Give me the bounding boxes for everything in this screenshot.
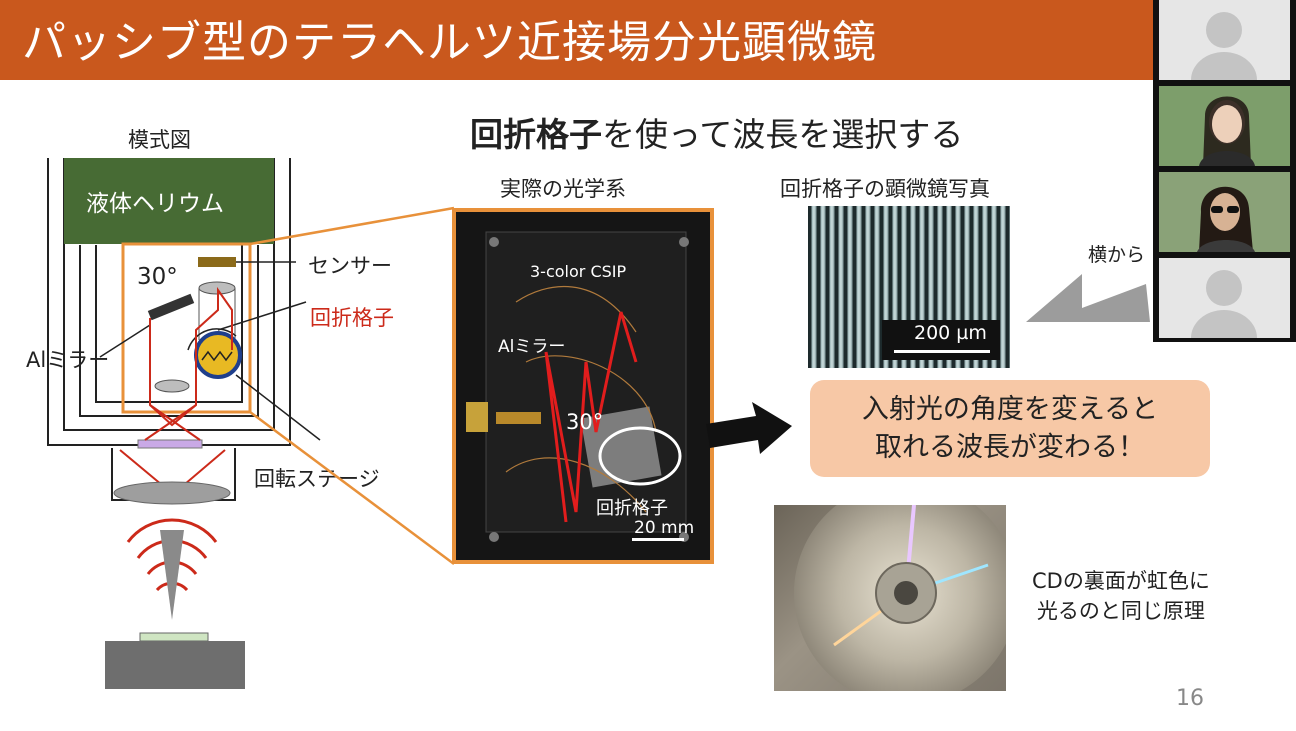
micrograph-scale-label: 200 µm: [914, 322, 987, 344]
page-number: 16: [1176, 686, 1204, 711]
title-bar: [0, 0, 1296, 80]
avatar-icon: [1191, 12, 1257, 80]
side-note: 横から: [1088, 244, 1146, 266]
cd-caption-line2: 光るのと同じ原理: [1036, 599, 1205, 623]
mirror-label: Alミラー: [26, 348, 110, 372]
participant-video-icon: [1159, 172, 1290, 252]
optics-label: 実際の光学系: [500, 177, 626, 201]
grating-micrograph: 200 µm: [808, 206, 1010, 368]
callout-line1: 入射光の角度を変えると: [861, 393, 1159, 425]
sample-stage: [105, 641, 245, 689]
stage-label: 回転ステージ: [254, 467, 380, 491]
headline-bold: 回折格子: [470, 115, 602, 154]
micrograph-scale-bar: [894, 350, 990, 353]
optics-photo-drawing: [456, 212, 710, 560]
headline-rest: を使って波長を選択する: [602, 115, 964, 154]
photo-scale-label: 20 mm: [634, 518, 695, 538]
headline: 回折格子を使って波長を選択する: [470, 108, 963, 156]
cd-drawing: [794, 505, 1006, 691]
video-tile[interactable]: [1159, 86, 1290, 166]
video-panel: [1153, 0, 1296, 342]
mirror-block: [147, 293, 195, 321]
lens: [113, 481, 231, 505]
schematic-label: 模式図: [128, 128, 191, 152]
micrograph-label: 回折格子の顕微鏡写真: [780, 177, 990, 201]
cryostat-wall: [79, 245, 259, 417]
video-tile[interactable]: [1159, 172, 1290, 252]
cd-caption: CDの裏面が虹色に 光るのと同じ原理: [1032, 566, 1210, 626]
zoom-lines: [249, 206, 455, 566]
callout-box: 入射光の角度を変えると 取れる波長が変わる！: [810, 380, 1210, 477]
avatar-icon: [1191, 270, 1257, 338]
sensor-label: センサー: [308, 254, 392, 278]
participant-video-icon: [1159, 86, 1290, 166]
arrow-right-icon: [706, 402, 792, 454]
video-tile[interactable]: [1159, 0, 1290, 80]
helium-box: [64, 158, 274, 244]
helium-label: 液体ヘリウム: [86, 191, 224, 217]
sawtooth-profile: [1026, 274, 1150, 322]
angle-label: 30°: [137, 264, 178, 290]
callout-line2: 取れる波長が変わる！: [875, 431, 1145, 463]
scale-bar: [632, 538, 684, 541]
grating-circle: [598, 426, 682, 486]
grating-label: 回折格子: [310, 306, 394, 330]
schematic-diagram: [47, 158, 321, 689]
cd-photo: [774, 505, 1006, 691]
optics-photo: 3-color CSIP Alミラー 30° 回折格子 20 mm: [452, 208, 714, 564]
cd-caption-line1: CDの裏面が虹色に: [1032, 569, 1210, 593]
probe-tip: [160, 530, 184, 620]
photo-mirror-label: Alミラー: [498, 337, 566, 357]
cryostat-wall: [63, 158, 275, 431]
photo-angle-label: 30°: [566, 410, 604, 434]
photo-grating-label: 回折格子: [596, 498, 668, 519]
csip-label: 3-color CSIP: [530, 262, 627, 281]
cryostat-wall: [95, 245, 243, 403]
sensor-block: [198, 257, 236, 267]
slide-title: パッシブ型のテラヘルツ近接場分光顕微鏡: [22, 17, 877, 68]
video-tile[interactable]: [1159, 258, 1290, 338]
